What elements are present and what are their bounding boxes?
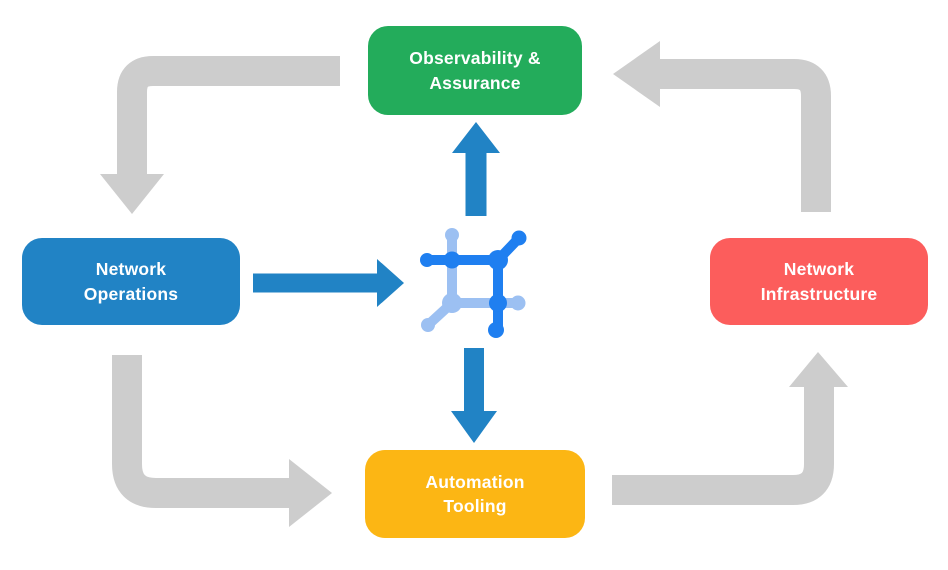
arrow-head [613, 41, 660, 107]
arrow-head [452, 122, 500, 153]
node-label-line1: Automation [425, 471, 525, 492]
arrow-shaft [112, 355, 289, 508]
arrow-tooling-to-infrastructure [612, 352, 848, 505]
arrow-operations-to-center [253, 259, 404, 307]
node-label-line2: Infrastructure [760, 283, 878, 304]
arrow-head [451, 411, 497, 443]
arrow-center-to-tooling [451, 348, 497, 443]
arrow-infrastructure-to-observability [613, 41, 831, 212]
arrow-head [377, 259, 404, 307]
arrow-shaft [117, 56, 340, 176]
icon-nodes [420, 228, 527, 338]
arrow-observability-to-operations [100, 56, 340, 214]
arrow-shaft [658, 59, 831, 212]
node-network-operations: Network Operations [22, 238, 240, 325]
node-label-line2: Assurance [429, 72, 521, 93]
node-automation-tooling: Automation Tooling [365, 450, 585, 538]
arrow-head [789, 352, 848, 387]
network-automation-icon [420, 228, 527, 338]
node-label-line1: Network [783, 259, 855, 280]
node-label-line2: Operations [83, 283, 179, 304]
node-observability-assurance: Observability & Assurance [368, 26, 582, 115]
node-label-line1: Observability & [409, 48, 541, 69]
node-label-line1: Network [95, 259, 167, 280]
arrow-head [100, 174, 164, 214]
node-network-infrastructure: Network Infrastructure [710, 238, 928, 325]
arrow-shaft [612, 385, 834, 505]
arrow-head [289, 459, 332, 527]
arrow-operations-to-tooling [112, 355, 332, 527]
node-label-line2: Tooling [443, 496, 507, 516]
arrow-center-to-observability [452, 122, 500, 216]
